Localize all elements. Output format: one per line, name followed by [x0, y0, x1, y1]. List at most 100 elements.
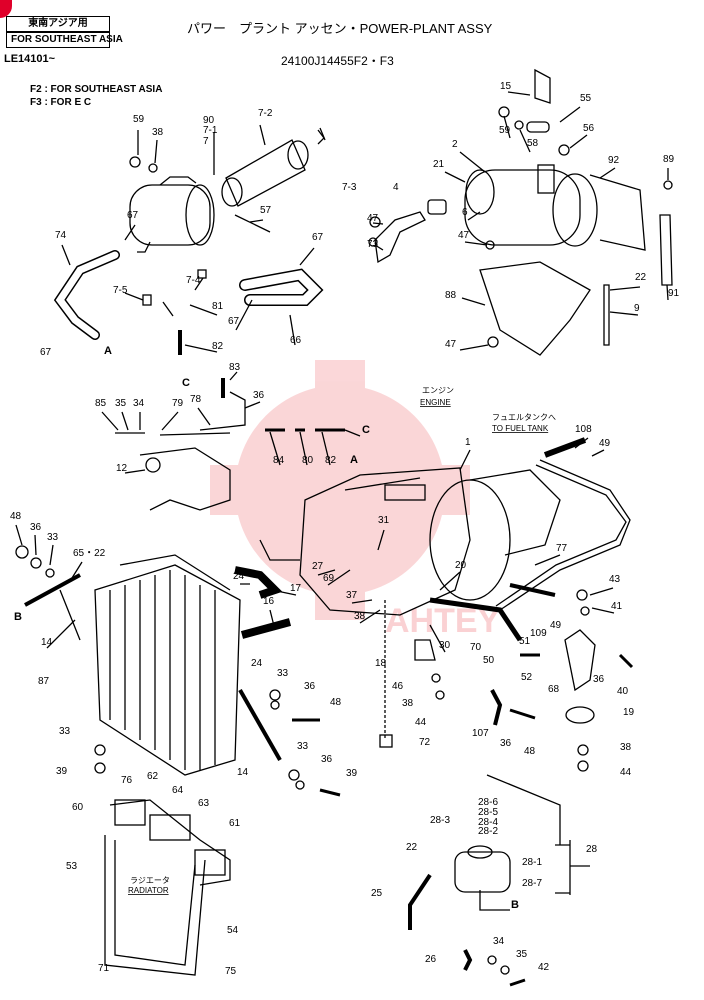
callout-67-16: 67	[228, 316, 240, 327]
callout-1-53: 1	[465, 437, 471, 448]
note-f3: F3 : FOR E C	[30, 97, 92, 108]
callout-57-8: 57	[260, 205, 272, 216]
clamp-107	[490, 689, 503, 726]
cushion-19	[565, 706, 595, 724]
callout-C-20: C	[182, 377, 190, 389]
rod-14	[238, 689, 282, 761]
callout-7-3-6: 7-3	[342, 182, 357, 193]
callout-36-95: 36	[500, 738, 512, 749]
callout-69-64: 69	[323, 573, 335, 584]
callout-12-49: 12	[116, 463, 128, 474]
callout-76-105: 76	[121, 775, 133, 786]
callout-28-5-112: 28-5	[478, 807, 498, 818]
callout-15-21: 15	[500, 81, 512, 92]
callout-30-73: 30	[439, 640, 451, 651]
callout-36-40: 36	[253, 390, 265, 401]
callout-28-1-119: 28-1	[522, 857, 542, 868]
callout-67-11: 67	[312, 232, 324, 243]
callout-28-117: 28	[586, 844, 598, 855]
callout-83-39: 83	[229, 362, 241, 373]
bracket-78	[199, 391, 246, 431]
rod-65	[24, 573, 81, 607]
callout-82-15: 82	[212, 341, 224, 352]
callout-A-19: A	[104, 345, 112, 357]
callout-36-56: 36	[30, 522, 42, 533]
radiator-label-en: RADIATOR	[128, 886, 169, 895]
callout-85-41: 85	[95, 398, 107, 409]
callout-91-36: 91	[668, 288, 680, 299]
bracket-18	[414, 639, 436, 661]
region-jp-box: 東南アジア用	[6, 16, 110, 32]
callout-33-57: 33	[47, 532, 59, 543]
elbow-pipe-4	[374, 211, 426, 264]
callout-66-17: 66	[290, 335, 302, 346]
callout-92-28: 92	[608, 155, 620, 166]
air-cleaner	[129, 176, 215, 253]
callout-64-107: 64	[172, 785, 184, 796]
callout-74-10: 74	[55, 230, 67, 241]
callout-50-80: 50	[483, 655, 495, 666]
callout-36-88: 36	[304, 681, 316, 692]
callout-33-99: 33	[297, 741, 309, 752]
callout-34-43: 34	[133, 398, 145, 409]
bracket-91	[659, 214, 673, 286]
callout-A-54: A	[350, 454, 358, 466]
callout-59-23: 59	[499, 125, 511, 136]
engine-label-jp: エンジン	[422, 386, 454, 395]
hose-24	[234, 566, 283, 599]
callout-73-32: 73	[367, 239, 379, 250]
reserve-tank	[408, 845, 526, 987]
callout-7-4-12: 7-4	[186, 275, 201, 286]
corner-mark	[0, 0, 12, 18]
intake-manifold	[139, 447, 231, 511]
callout-B-122: B	[511, 899, 519, 911]
engine-block	[259, 467, 561, 616]
fuel-tank-label-en: TO FUEL TANK	[492, 424, 549, 433]
callout-107-92: 107	[472, 728, 489, 739]
callout-21-27: 21	[433, 159, 445, 170]
bolt-57	[234, 214, 271, 233]
callout-41-70: 41	[611, 601, 623, 612]
callout-62-106: 62	[147, 771, 159, 782]
callout-37-68: 37	[346, 590, 358, 601]
callout-24-63: 24	[233, 571, 245, 582]
callout-61-110: 61	[229, 818, 241, 829]
callout-48-96: 48	[524, 746, 536, 757]
callout-33-81: 33	[277, 668, 289, 679]
note-f2: F2 : FOR SOUTHEAST ASIA	[30, 84, 163, 95]
callout-7-2-5: 7-2	[258, 108, 273, 119]
callout-38-90: 38	[402, 698, 414, 709]
callout-77-60: 77	[556, 543, 568, 554]
callout-22-116: 22	[406, 842, 418, 853]
callout-72-97: 72	[419, 737, 431, 748]
callout-47-30: 47	[367, 213, 379, 224]
callout-60-109: 60	[72, 802, 84, 813]
callout-22-34: 22	[635, 272, 647, 283]
callout-38-1: 38	[152, 127, 164, 138]
callout-49-48: 49	[599, 438, 611, 449]
callout-87-82: 87	[38, 676, 50, 687]
callout-36-85: 36	[593, 674, 605, 685]
callout-34-124: 34	[493, 936, 505, 947]
callout-7-1-3: 7-1	[203, 125, 218, 136]
callout-67-18: 67	[40, 347, 52, 358]
callout-89-29: 89	[663, 154, 675, 165]
hose-16	[240, 618, 292, 639]
callout-14-98: 14	[237, 767, 249, 778]
callout-48-55: 48	[10, 511, 22, 522]
callout-63-108: 63	[198, 798, 210, 809]
callout-19-93: 19	[623, 707, 635, 718]
rod-9	[603, 284, 610, 346]
callout-80-51: 80	[302, 455, 314, 466]
callout-40-86: 40	[617, 686, 629, 697]
callout-20-62: 20	[455, 560, 467, 571]
bracket-88	[479, 261, 591, 356]
callout-67-9: 67	[127, 210, 139, 221]
callout-84-50: 84	[273, 455, 285, 466]
watermark-gear	[210, 360, 470, 620]
callout-17-65: 17	[290, 583, 302, 594]
radiator-label-jp: ラジエータ	[130, 876, 170, 885]
fuel-tank-label-jp: フュエルタンクへ	[492, 413, 556, 422]
callout-4-7: 4	[393, 182, 399, 193]
